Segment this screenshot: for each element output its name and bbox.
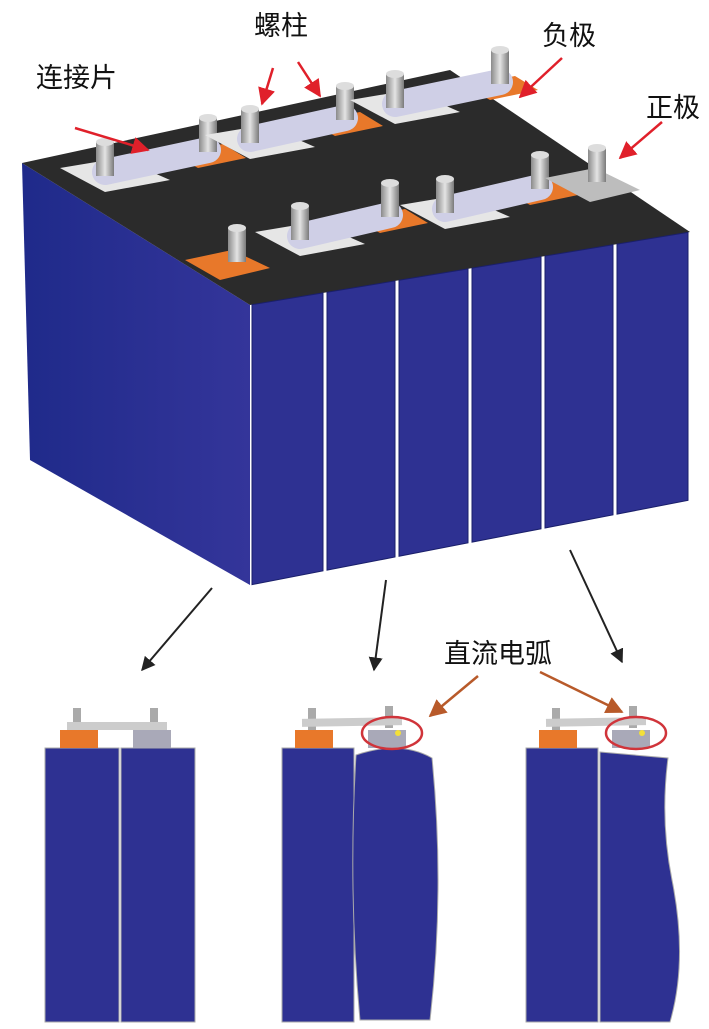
arc-spark — [395, 730, 401, 736]
failure-diagrams — [44, 706, 681, 1023]
deformed-cell — [599, 751, 681, 1023]
stud-post — [291, 206, 309, 240]
stud-top — [588, 144, 606, 152]
stud-top — [381, 179, 399, 187]
stud-post — [150, 708, 158, 730]
cell — [525, 747, 599, 1023]
stud-post — [491, 50, 509, 84]
arrow-down-2 — [368, 579, 387, 672]
connector-plate — [382, 69, 513, 117]
battery-pack — [22, 46, 690, 586]
pack-terminals — [60, 46, 640, 280]
stud-top — [336, 82, 354, 90]
stud-top — [291, 202, 309, 210]
label-connector: 连接片 — [36, 63, 117, 94]
stud-top — [386, 70, 404, 78]
battery-cell — [471, 256, 542, 543]
stud-post — [241, 109, 259, 143]
connector-plate — [92, 137, 221, 185]
positive-terminal — [133, 730, 171, 748]
stud-top — [491, 46, 509, 54]
pack-left-face — [22, 163, 250, 585]
stud-post — [381, 183, 399, 217]
arrow-positive — [618, 121, 663, 160]
stud-top — [96, 138, 114, 146]
connector-plate — [237, 105, 358, 152]
stud-post — [336, 86, 354, 120]
cell — [44, 747, 120, 1023]
arc-spark — [639, 730, 645, 736]
arc-highlight-circle — [604, 715, 668, 751]
pack-top-face — [22, 70, 690, 305]
stud-post — [96, 142, 114, 176]
arrow-connector — [74, 126, 150, 154]
stud-post — [531, 155, 549, 189]
stud-post — [588, 148, 606, 182]
cell — [120, 747, 196, 1023]
positive-terminal — [545, 168, 640, 202]
battery-cell — [616, 231, 689, 515]
stud-post — [73, 708, 81, 730]
arrow-stud-2 — [296, 61, 322, 98]
stud-top — [199, 114, 217, 122]
terminal-block — [185, 250, 270, 280]
label-stud: 螺柱 — [254, 11, 308, 42]
battery-cell — [544, 244, 614, 529]
connector-plate — [287, 202, 403, 249]
arrow-stud-1 — [258, 67, 275, 106]
arrow-down-1 — [141, 587, 213, 672]
battery-cell — [398, 268, 469, 557]
negative-terminal — [295, 730, 333, 748]
stud-top — [531, 151, 549, 159]
connector-plate — [432, 174, 553, 222]
connector-plate — [67, 722, 167, 730]
cell — [281, 747, 355, 1023]
arrow-down-3 — [569, 549, 624, 664]
label-positive: 正极 — [646, 93, 700, 124]
label-dc-arc: 直流电弧 — [444, 639, 552, 670]
label-negative: 负极 — [542, 21, 596, 52]
stud-post — [436, 179, 454, 213]
arrow-arc-1 — [428, 675, 479, 718]
arc-highlight-circle — [360, 715, 424, 751]
pack-cells — [251, 231, 689, 586]
battery-cell — [251, 292, 324, 586]
arrow-arc-2 — [539, 670, 624, 714]
battery-cell — [326, 280, 396, 571]
label-arrows — [74, 57, 663, 718]
stud-top — [228, 224, 246, 232]
negative-terminal — [539, 730, 577, 748]
stud-post — [228, 228, 246, 262]
swollen-cell — [352, 747, 439, 1021]
stud-top — [436, 175, 454, 183]
stud-post — [386, 74, 404, 108]
arrow-negative — [518, 57, 563, 99]
stud-top — [241, 105, 259, 113]
negative-terminal — [60, 730, 98, 748]
